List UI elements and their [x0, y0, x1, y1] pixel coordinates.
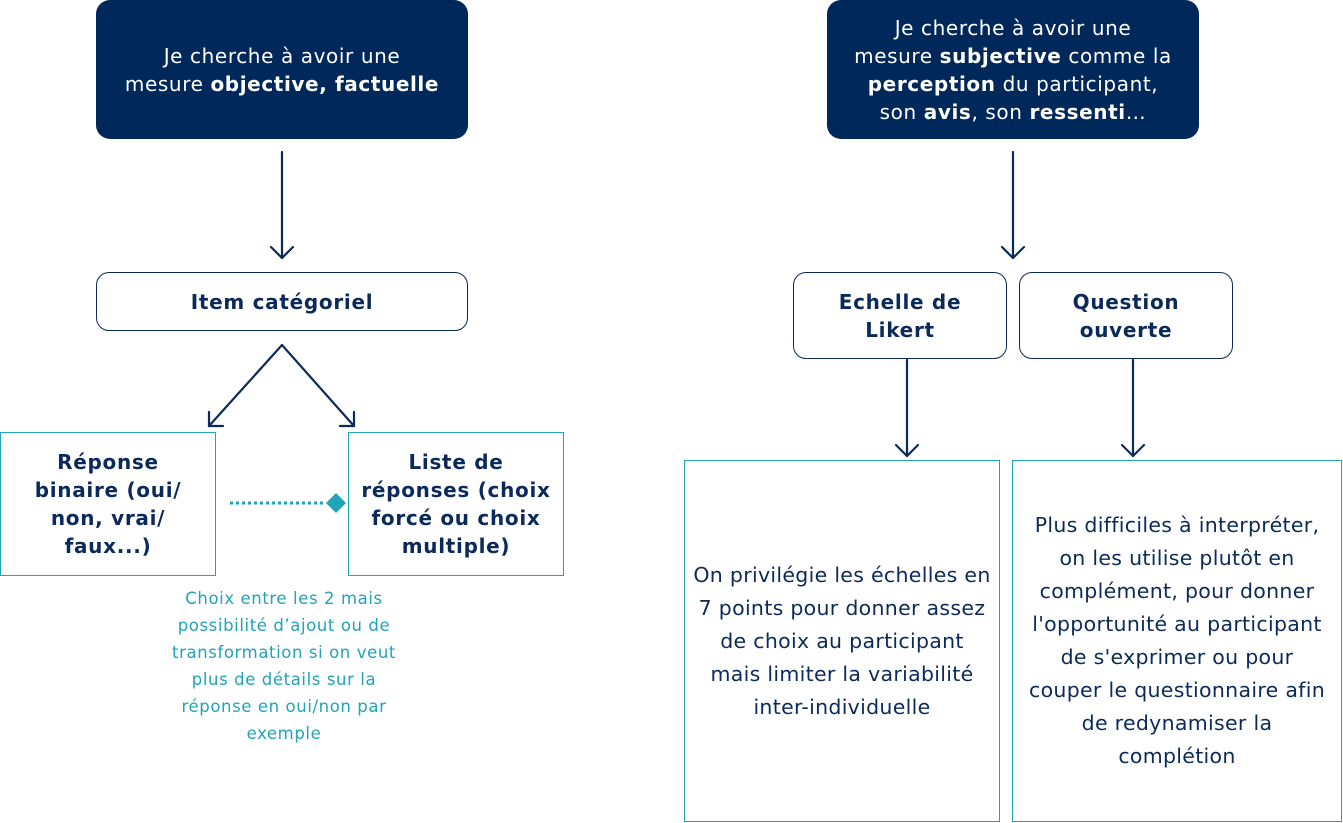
- likert-scale-label: Echelle de Likert: [838, 289, 962, 342]
- subjective-line1: Je cherche à avoir une: [894, 15, 1132, 40]
- arrow-item-to-list: [280, 343, 356, 428]
- response-list-label: Liste de réponses (choix forcé ou choix …: [361, 450, 551, 558]
- subjective-line2-suffix: comme la: [1061, 43, 1172, 68]
- item-categoriel-label: Item catégoriel: [190, 289, 374, 314]
- open-question-box: Question ouverte: [1019, 272, 1233, 359]
- open-description-text: Plus difficiles à interpréter, on les ut…: [1029, 513, 1325, 768]
- diamond-icon: [326, 493, 346, 513]
- subjective-line4-bold2: ressenti: [1029, 99, 1126, 124]
- binary-response-box: Réponse binaire (oui/ non, vrai/ faux...…: [0, 432, 216, 576]
- arrow-item-to-binary: [207, 343, 284, 428]
- response-list-box: Liste de réponses (choix forcé ou choix …: [348, 432, 564, 576]
- objective-measure-box: Je cherche à avoir une mesure objective,…: [96, 0, 468, 139]
- subjective-line3-suffix: du participant,: [995, 71, 1159, 96]
- subjective-line2-bold: subjective: [939, 43, 1062, 68]
- subjective-line4-bold1: avis: [923, 99, 972, 124]
- subjective-measure-box: Je cherche à avoir une mesure subjective…: [827, 0, 1199, 139]
- open-description-box: Plus difficiles à interpréter, on les ut…: [1012, 460, 1342, 822]
- subjective-line4-suffix: …: [1125, 99, 1147, 124]
- objective-line2-bold: objective, factuelle: [210, 71, 440, 96]
- subjective-line4-mid: , son: [971, 99, 1030, 124]
- objective-line2-prefix: mesure: [124, 71, 211, 96]
- item-categoriel-box: Item catégoriel: [96, 272, 468, 331]
- subjective-line2-prefix: mesure: [854, 43, 940, 68]
- likert-description-text: On privilégie les échelles en 7 points p…: [693, 562, 991, 719]
- choice-note: Choix entre les 2 mais possibilité d’ajo…: [172, 589, 396, 743]
- objective-line1: Je cherche à avoir une: [163, 43, 401, 68]
- open-question-label: Question ouverte: [1072, 289, 1180, 342]
- likert-scale-box: Echelle de Likert: [793, 272, 1007, 359]
- binary-response-label: Réponse binaire (oui/ non, vrai/ faux...…: [34, 450, 182, 558]
- likert-description-box: On privilégie les échelles en 7 points p…: [684, 460, 1000, 822]
- subjective-line3-bold: perception: [867, 71, 996, 96]
- subjective-line4-prefix: son: [879, 99, 924, 124]
